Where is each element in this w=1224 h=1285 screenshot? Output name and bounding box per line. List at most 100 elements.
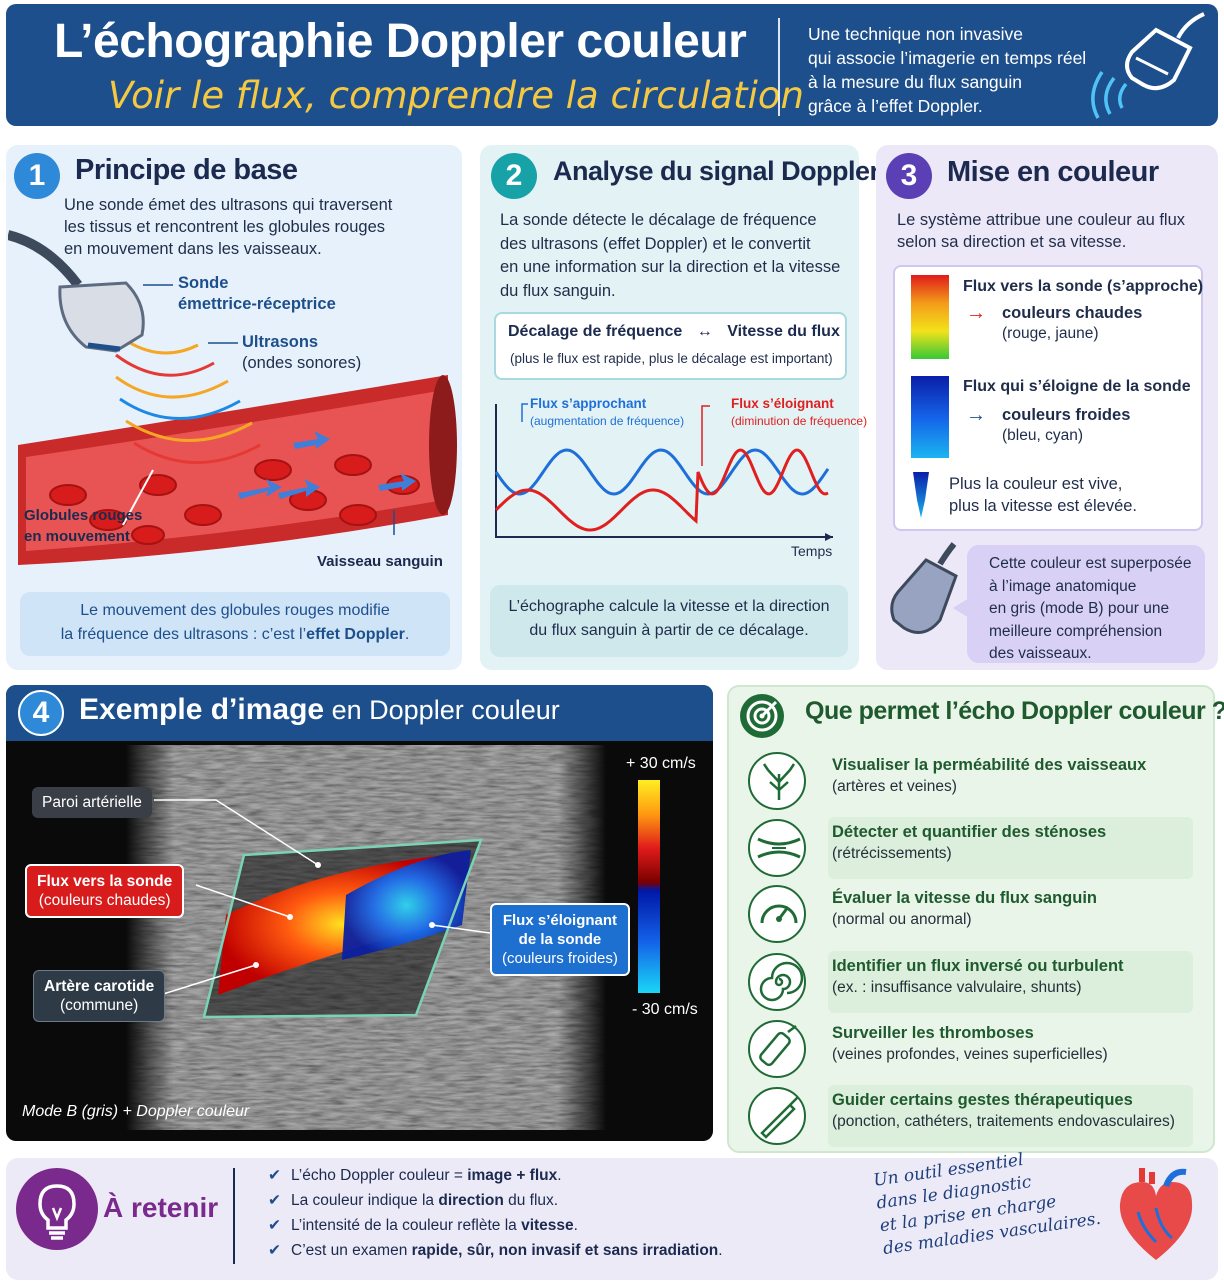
header-banner: L’échographie Doppler couleur Voir le fl… bbox=[6, 4, 1218, 126]
use-item-title: Détecter et quantifier des sténoses bbox=[832, 823, 1107, 841]
b-mode-image bbox=[126, 745, 606, 1130]
approach-sub: (augmentation de fréquence) bbox=[530, 414, 685, 428]
section-1-text: Une sonde émet des ultrasons qui travers… bbox=[64, 196, 393, 258]
use-item-title: Visualiser la perméabilité des vaisseaux bbox=[832, 756, 1147, 774]
use-item: Guider certains gestes thérapeutiques (po… bbox=[740, 1085, 1193, 1147]
warm-arrow-icon: → bbox=[966, 302, 986, 324]
use-item-title: Guider certains gestes thérapeutiques bbox=[832, 1091, 1133, 1109]
use-item: Détecter et quantifier des sténoses (rétr… bbox=[740, 817, 1193, 879]
rbc-label: Globules rouges en mouvement bbox=[24, 507, 143, 545]
section-doppler-signal bbox=[480, 145, 859, 670]
use-item-sub: (normal ou anormal) bbox=[832, 911, 972, 928]
intensity-arrow-icon bbox=[913, 472, 929, 518]
use-item: Évaluer la vitesse du flux sanguin (norma… bbox=[740, 883, 1192, 945]
section-1-title: Principe de base bbox=[75, 154, 298, 186]
use-item-sub: (veines profondes, veines superficielles… bbox=[832, 1046, 1108, 1063]
section-3-title: Mise en couleur bbox=[947, 156, 1159, 188]
scale-min-label: - 30 cm/s bbox=[632, 1001, 698, 1018]
needle-icon bbox=[748, 1087, 806, 1145]
use-item-sub: (ex. : insuffisance valvulaire, shunts) bbox=[832, 979, 1082, 996]
use-item-band bbox=[828, 817, 1193, 879]
summary-footer bbox=[6, 1158, 1218, 1280]
vessel-illustration bbox=[8, 230, 457, 565]
away-flow-label: Flux s’éloignant de la sonde (couleurs f… bbox=[490, 903, 630, 976]
away-label: Flux s’éloignant bbox=[731, 396, 834, 411]
frequency-waves-plot bbox=[494, 403, 833, 541]
cold-colors-sub: (bleu, cyan) bbox=[1002, 427, 1083, 444]
section-3-number: 3 bbox=[886, 153, 932, 199]
section-2-title: Analyse du signal Doppler bbox=[553, 156, 880, 186]
page-subtitle: Voir le flux, comprendre la circulation bbox=[108, 74, 804, 117]
intensity-text: Plus la couleur est vive, plus la vitess… bbox=[949, 475, 1138, 515]
scale-max-label: + 30 cm/s bbox=[626, 755, 696, 772]
section-3-text: Le système attribue une couleur au flux … bbox=[897, 211, 1186, 251]
away-sub: (diminution de fréquence) bbox=[731, 414, 868, 428]
use-item-title: Évaluer la vitesse du flux sanguin bbox=[832, 889, 1098, 907]
header-description: Une technique non invasive qui associe l… bbox=[808, 24, 1087, 116]
use-item: Visualiser la perméabilité des vaisseaux… bbox=[740, 750, 1192, 812]
probe-small-icon bbox=[890, 542, 958, 634]
check-icon: ✔ bbox=[268, 1167, 281, 1184]
use-item-title: Identifier un flux inversé ou turbulent bbox=[832, 957, 1124, 975]
stenosis-icon bbox=[748, 819, 806, 877]
warm-colors-sub: (rouge, jaune) bbox=[1002, 325, 1099, 342]
warm-colors-label: couleurs chaudes bbox=[1002, 304, 1143, 322]
arterial-wall-label: Paroi artérielle bbox=[32, 787, 152, 818]
velocity-color-bar bbox=[638, 780, 660, 993]
ultrasound-sub: (ondes sonores) bbox=[242, 354, 362, 372]
use-item-band bbox=[828, 951, 1193, 1013]
cold-colors-label: couleurs froides bbox=[1002, 406, 1131, 424]
check-icon: ✔ bbox=[268, 1192, 281, 1209]
use-item-sub: (artères et veines) bbox=[832, 778, 957, 795]
footer-divider bbox=[233, 1168, 235, 1264]
header-divider bbox=[778, 18, 780, 116]
overlay-bubble-text: Cette couleur est superposée à l’image a… bbox=[989, 555, 1192, 662]
use-item-sub: (ponction, cathéters, traitements endova… bbox=[832, 1113, 1175, 1130]
approach-label: Flux s’approchant bbox=[530, 396, 647, 411]
warm-color-scale bbox=[911, 275, 949, 359]
ultrasound-probe-icon bbox=[1091, 12, 1205, 119]
lightbulb-icon bbox=[16, 1168, 98, 1250]
vessel-tree-icon bbox=[748, 752, 806, 810]
use-item: Surveiller les thromboses (veines profond… bbox=[740, 1018, 1192, 1080]
overlay-bubble bbox=[967, 545, 1205, 663]
use-item-sub: (rétrécissements) bbox=[832, 845, 952, 862]
check-icon: ✔ bbox=[268, 1242, 281, 1259]
carotid-label: Artère carotide (commune) bbox=[33, 970, 166, 1022]
ultrasound-label: Ultrasons bbox=[242, 333, 319, 351]
section-4-title: Exemple d’image en Doppler couleur bbox=[79, 693, 560, 726]
section-2-note: L’échographe calcule la vitesse et la di… bbox=[490, 585, 848, 657]
section-uses bbox=[727, 685, 1215, 1153]
section-4-number: 4 bbox=[18, 690, 64, 736]
page-title: L’échographie Doppler couleur bbox=[54, 15, 747, 68]
use-item-band bbox=[828, 1085, 1193, 1147]
mode-caption: Mode B (gris) + Doppler couleur bbox=[22, 1103, 250, 1120]
toward-flow-label: Flux vers la sonde (couleurs chaudes) bbox=[25, 864, 185, 918]
target-icon bbox=[740, 694, 784, 738]
speedometer-icon bbox=[748, 885, 806, 943]
time-axis-label: Temps bbox=[791, 543, 833, 559]
spiral-icon bbox=[748, 953, 806, 1011]
use-item: Identifier un flux inversé ou turbulent (… bbox=[740, 951, 1193, 1013]
section-1-note: Le mouvement des globules rouges modifie… bbox=[20, 592, 450, 656]
section-2-text: La sonde détecte le décalage de fréquenc… bbox=[500, 211, 841, 300]
vessel-label: Vaisseau sanguin bbox=[317, 553, 443, 570]
section-1-number: 1 bbox=[14, 153, 60, 199]
section-2-number: 2 bbox=[491, 153, 537, 199]
bubble-tail bbox=[953, 598, 969, 618]
frequency-speed-box: Décalage de fréquence ↔ Vitesse du flux … bbox=[494, 312, 847, 380]
section-5-title: Que permet l’écho Doppler couleur ? bbox=[805, 697, 1224, 725]
cold-color-scale bbox=[911, 376, 949, 458]
cold-arrow-icon: → bbox=[966, 404, 986, 426]
away-probe-label: Flux qui s’éloigne de la sonde bbox=[963, 378, 1191, 395]
image-leader-lines bbox=[154, 799, 491, 996]
use-item-title: Surveiller les thromboses bbox=[832, 1024, 1034, 1042]
summary-checklist: ✔L’écho Doppler couleur = image + flux. … bbox=[268, 1167, 723, 1259]
toward-probe-label: Flux vers la sonde (s’approche) bbox=[963, 278, 1204, 295]
section-4-header bbox=[6, 685, 713, 741]
probe-label: Sonde émettrice-réceptrice bbox=[178, 274, 336, 313]
heart-icon bbox=[1119, 1168, 1193, 1260]
probe-icon bbox=[748, 1020, 806, 1078]
summary-label: À retenir bbox=[103, 1192, 219, 1223]
check-icon: ✔ bbox=[268, 1217, 281, 1234]
